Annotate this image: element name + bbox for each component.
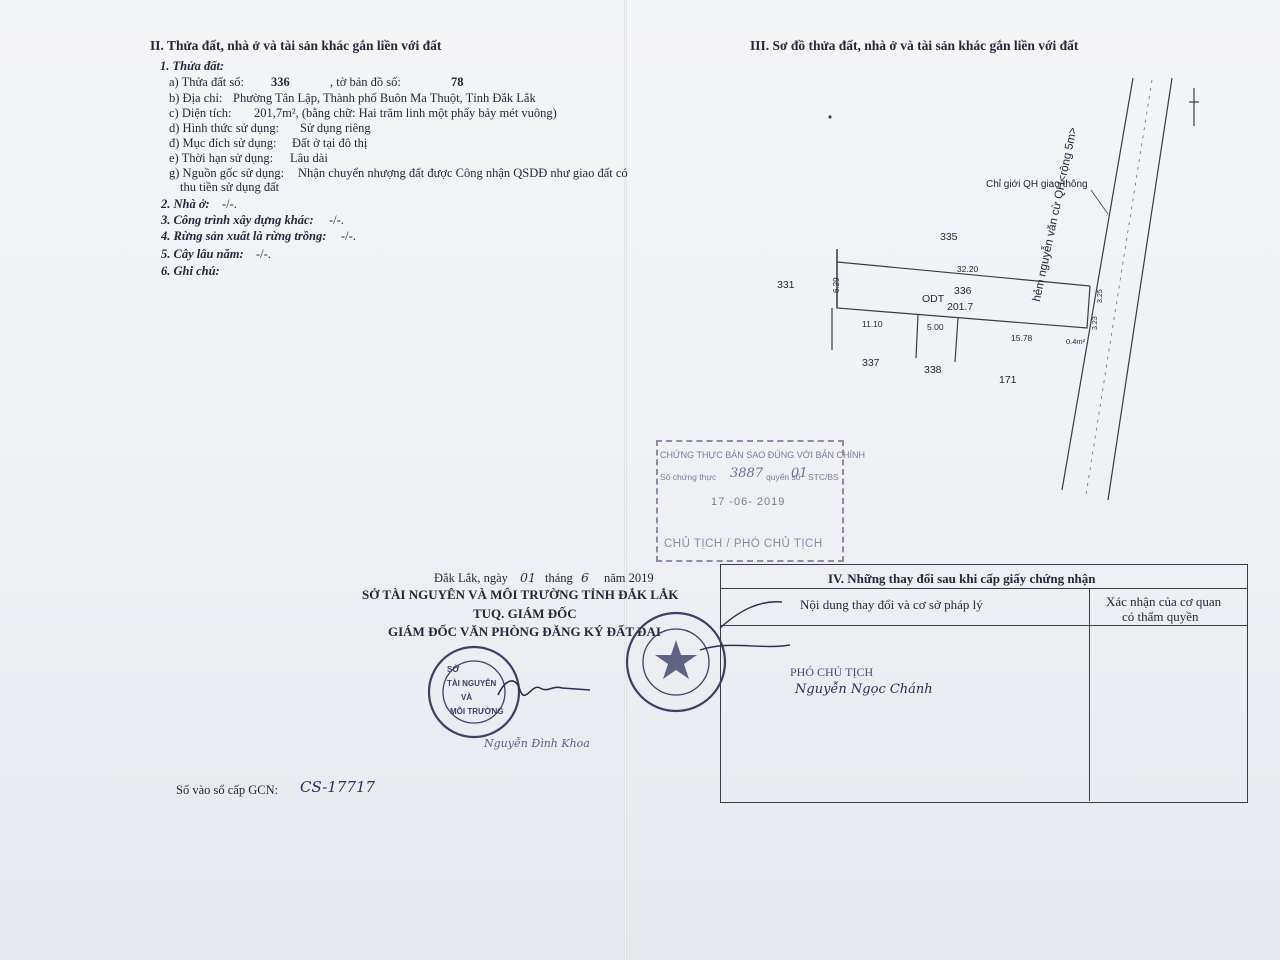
department-seal bbox=[427, 645, 521, 739]
dim-bottom-1: 11.10 bbox=[862, 319, 883, 329]
changes-column-rule bbox=[720, 625, 1247, 627]
changes-col-confirm-1: Xác nhận của cơ quan bbox=[1106, 594, 1222, 609]
director-signature bbox=[497, 680, 591, 697]
registration-number: CS-17717 bbox=[300, 778, 376, 796]
map-label: , tờ bản đồ số: bbox=[330, 75, 401, 89]
stamp-date: 17 -06- 2019 bbox=[711, 496, 786, 508]
vice-chair-name: Nguyễn Ngọc Chánh bbox=[795, 682, 933, 697]
parcel-337: 337 bbox=[862, 357, 880, 369]
lot-number: 336 bbox=[954, 285, 972, 297]
forest-label: 4. Rừng sản xuất là rừng trồng: bbox=[161, 229, 327, 243]
road-centerline bbox=[1085, 79, 1153, 496]
stamp-line-1: CHỨNG THỰC BẢN SAO ĐÚNG VỚI BẢN CHÍNH bbox=[660, 450, 865, 460]
boundary-338-171 bbox=[954, 317, 959, 363]
date-month: 6 bbox=[581, 570, 589, 585]
note-label: 6. Ghi chú: bbox=[161, 264, 220, 278]
stamp-no: 3887 bbox=[730, 466, 764, 481]
date-day: 01 bbox=[520, 570, 536, 585]
page-fold bbox=[624, 0, 627, 960]
map-number: 78 bbox=[451, 75, 464, 89]
stamp-no-prefix: Số chứng thực bbox=[660, 472, 717, 482]
parcel-336-top-edge bbox=[836, 261, 1091, 287]
parcel-number: 336 bbox=[271, 75, 290, 89]
office-authority: TUQ. GIÁM ĐỐC bbox=[473, 606, 577, 621]
parcel-171: 171 bbox=[999, 374, 1017, 386]
seal-1-text: SỞ bbox=[447, 665, 460, 674]
area-value: 201,7m², (bằng chữ: Hai trăm linh một ph… bbox=[254, 106, 557, 120]
road-edge-left bbox=[1061, 77, 1134, 491]
vice-chair-signature bbox=[699, 601, 791, 651]
lot-area: 201.7 bbox=[947, 301, 974, 313]
date-prefix: Đắk Lắk, ngày bbox=[434, 571, 508, 585]
construction-label: 3. Công trình xây dựng khác: bbox=[161, 213, 314, 227]
parcel-335: 335 bbox=[940, 231, 958, 243]
parcel-331: 331 bbox=[777, 279, 795, 291]
section-ii-title: II. Thửa đất, nhà ở và tài sản khác gắn … bbox=[150, 38, 442, 53]
stamp-title: CHỦ TỊCH / PHÓ CHỦ TỊCH bbox=[664, 538, 823, 550]
office-name: SỞ TÀI NGUYÊN VÀ MÔI TRƯỜNG TỈNH ĐẮK LẮK bbox=[362, 587, 679, 602]
changes-column-divider bbox=[1089, 588, 1091, 801]
changes-col-content: Nội dung thay đổi và cơ sở pháp lý bbox=[800, 597, 983, 612]
parcel-label: a) Thửa đất số: bbox=[169, 75, 244, 89]
perennial-value: -/-. bbox=[256, 247, 271, 261]
usage-term-value: Lâu dài bbox=[290, 151, 328, 165]
forest-value: -/-. bbox=[341, 229, 356, 243]
construction-value: -/-. bbox=[329, 213, 344, 227]
date-month-label: tháng bbox=[545, 571, 573, 585]
origin-value-1: Nhận chuyển nhượng đất được Công nhận QS… bbox=[298, 166, 628, 180]
seal-1-text-3: VÀ bbox=[461, 693, 473, 702]
planning-line-leader bbox=[1090, 189, 1109, 215]
certified-copy-stamp bbox=[656, 440, 844, 562]
boundary-337-338 bbox=[915, 314, 919, 359]
diagram-dot bbox=[828, 115, 832, 119]
road-edge-right bbox=[1107, 77, 1173, 501]
date-year: năm 2019 bbox=[604, 571, 654, 585]
usage-purpose-label: đ) Mục đích sử dụng: bbox=[169, 136, 277, 150]
usage-purpose-value: Đất ở tại đô thị bbox=[292, 136, 368, 150]
usage-form-label: d) Hình thức sử dụng: bbox=[169, 121, 280, 135]
lot-type: ODT bbox=[922, 293, 945, 305]
changes-header-rule bbox=[720, 588, 1247, 590]
perennial-label: 5. Cây lâu năm: bbox=[161, 247, 244, 261]
seal-1-text-4: MÔI TRƯỜNG bbox=[450, 707, 504, 716]
stamp-book-suffix: STC/BS bbox=[808, 472, 839, 482]
house-label: 2. Nhà ở: bbox=[161, 197, 210, 211]
house-value: -/-. bbox=[222, 197, 237, 211]
emblem-star-icon bbox=[655, 640, 697, 679]
usage-term-label: e) Thời hạn sử dụng: bbox=[169, 151, 274, 165]
registration-label: Số vào sổ cấp GCN: bbox=[176, 783, 279, 797]
area-label: c) Diện tích: bbox=[169, 106, 232, 120]
signer-name: Nguyễn Đình Khoa bbox=[484, 737, 590, 750]
vice-chair-title: PHÓ CHỦ TỊCH bbox=[790, 665, 874, 679]
office-director-title: GIÁM ĐỐC VĂN PHÒNG ĐĂNG KÝ ĐẤT ĐAI bbox=[388, 624, 661, 639]
seal-1-text-2: TÀI NGUYÊN bbox=[447, 679, 497, 688]
dim-bottom-2: 5.00 bbox=[927, 322, 944, 332]
dim-top: 32.20 bbox=[957, 264, 979, 274]
section-iii-title: III. Sơ đồ thửa đất, nhà ở và tài sản kh… bbox=[750, 38, 1079, 53]
parcel-338: 338 bbox=[924, 364, 942, 376]
planning-line-label: Chỉ giới QH giao thông bbox=[986, 179, 1088, 190]
changes-title: IV. Những thay đổi sau khi cấp giấy chứn… bbox=[828, 571, 1096, 586]
north-arrow-icon bbox=[1189, 88, 1199, 126]
land-heading: 1. Thửa đất: bbox=[160, 59, 225, 73]
dim-bottom-3: 15.78 bbox=[1011, 333, 1033, 343]
origin-label: g) Nguồn gốc sử dụng: bbox=[169, 166, 285, 180]
origin-value-2: thu tiền sử dụng đất bbox=[180, 180, 280, 194]
usage-form-value: Sử dụng riêng bbox=[300, 121, 371, 135]
stamp-book: 01 bbox=[791, 466, 808, 481]
address-label: b) Địa chỉ: bbox=[169, 91, 223, 105]
changes-col-confirm-2: có thẩm quyền bbox=[1122, 609, 1199, 624]
dim-corner: 0.4m² bbox=[1066, 337, 1086, 346]
address-value: Phường Tân Lập, Thành phố Buôn Ma Thuột,… bbox=[233, 91, 536, 105]
ward-seal bbox=[625, 611, 727, 713]
stamp-book-label: quyển số bbox=[766, 472, 801, 482]
